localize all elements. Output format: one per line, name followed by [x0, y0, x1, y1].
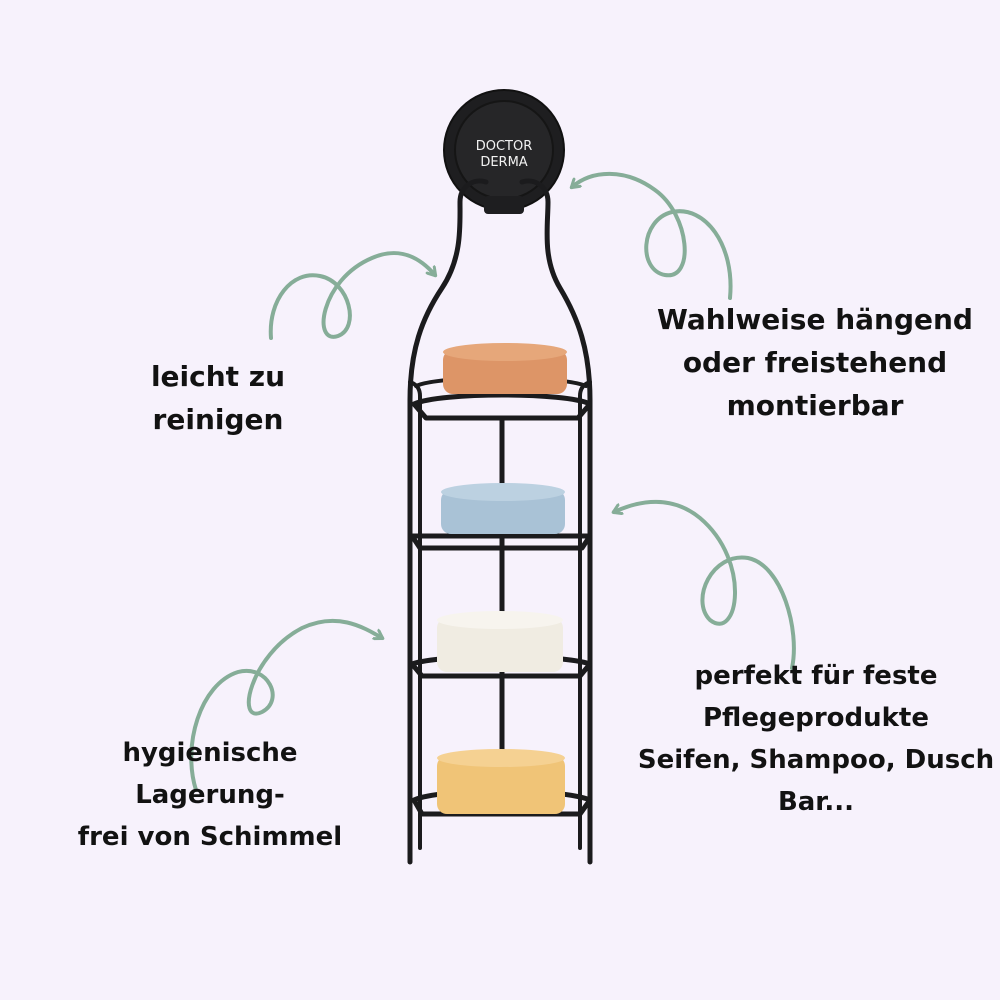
caption-line: hygienische: [122, 738, 298, 768]
arrow-to-rack-left: [189, 618, 382, 792]
soap-orange: [443, 343, 567, 394]
arrow-to-hook: [572, 171, 733, 300]
caddy-frame: [407, 89, 593, 865]
caption-line: montierbar: [726, 389, 904, 422]
soap-bars: [437, 343, 567, 814]
caption-line: Wahlweise hängend: [657, 303, 973, 336]
soap-yellow: [437, 749, 565, 814]
soap-white: [437, 611, 563, 672]
caption-mounting: Wahlweise hängend oder freistehend monti…: [650, 298, 980, 427]
caption-line: Lagerung-: [135, 780, 285, 810]
caption-line: Bar...: [777, 787, 855, 817]
caption-line: leicht zu: [150, 360, 286, 393]
soap-blue: [441, 483, 565, 534]
arrow-to-rack-right: [614, 499, 796, 670]
caption-hygienic: hygienische Lagerung- frei von Schimmel: [70, 732, 350, 858]
caption-line: Seifen, Shampoo, Dusch: [637, 745, 995, 775]
caption-line: reinigen: [152, 403, 284, 436]
logo-line-2: DERMA: [480, 155, 527, 170]
caption-line: frei von Schimmel: [77, 822, 343, 852]
arrow-to-neck: [268, 251, 435, 340]
caption-line: perfekt für feste: [694, 661, 938, 691]
caption-line: oder freistehend: [682, 346, 948, 379]
caption-solid-care: perfekt für feste Pflegeprodukte Seifen,…: [636, 655, 996, 823]
curly-arrows: [189, 171, 796, 792]
logo-line-1: DOCTOR: [476, 139, 533, 154]
caption-easy-clean: leicht zu reinigen: [118, 355, 318, 441]
brand-logo: DOCTOR DERMA: [476, 139, 533, 170]
caption-line: Pflegeprodukte: [703, 703, 929, 733]
